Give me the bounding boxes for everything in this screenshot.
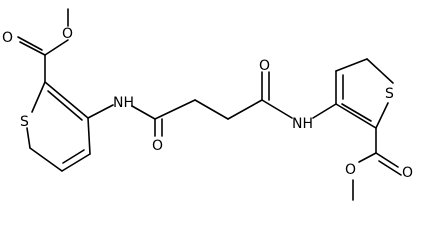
atom-label-sulfur: S [385,86,394,102]
atom-label-oxygen: O [2,30,13,46]
bond [87,117,91,155]
atom-label-oxygen: O [259,58,270,74]
bond [154,99,196,120]
bond [261,99,293,119]
molecule-structure: O O S NH O O NH S O O [2,8,413,201]
bond [335,103,377,129]
bond [375,102,389,129]
bond [366,58,394,84]
bond [26,127,31,149]
bond [341,103,372,122]
bond [358,152,377,163]
atom-label-oxygen: O [402,165,413,181]
atom-label-nh: NH [113,95,134,111]
atom-label-nh: NH [292,116,313,132]
bond [312,103,337,119]
atom-label-oxygen: O [62,26,73,42]
bond [131,105,156,120]
bond [17,36,43,51]
bond [335,58,368,72]
bond [44,39,69,56]
bond [227,99,263,120]
bond [375,152,399,168]
bond [378,160,402,176]
bond [87,104,114,119]
atom-label-oxygen: O [152,138,163,154]
atom-label-oxygen: O [345,162,356,178]
bond [19,41,46,56]
bond [44,81,89,119]
bond [194,99,229,120]
bond [29,147,63,172]
bond [47,90,83,121]
bond [61,153,91,172]
atom-label-sulfur: S [20,114,29,130]
bond [31,81,46,113]
bond [62,149,85,164]
